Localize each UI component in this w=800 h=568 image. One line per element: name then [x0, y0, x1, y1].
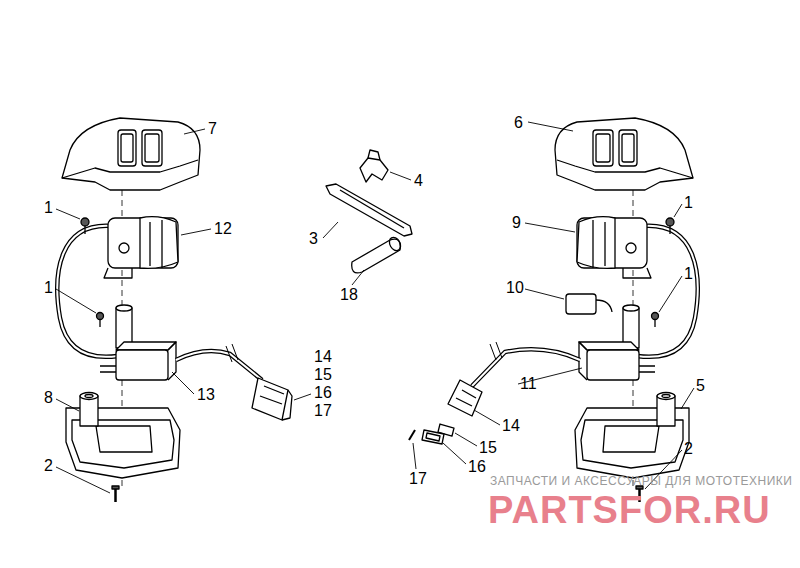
callout-number: 15 [479, 439, 497, 457]
watermark: PARTSFOR.RU [488, 490, 771, 530]
callout-number: 8 [44, 389, 53, 407]
callout-number: 1 [44, 279, 53, 297]
callout-number: 10 [506, 279, 524, 297]
callout-number: 12 [214, 220, 232, 238]
callout-number: 3 [309, 230, 318, 248]
callout-number: 14 [314, 348, 332, 366]
callout-number: 4 [414, 172, 423, 190]
callout-number: 15 [314, 366, 332, 384]
callout-number: 2 [684, 440, 693, 458]
callout-number: 14 [502, 417, 520, 435]
callout-number: 16 [314, 384, 332, 402]
callout-number: 13 [197, 386, 215, 404]
watermark: ЗАПЧАСТИ И АКСЕССУАРЫ ДЛЯ МОТОТЕХНИКИ [490, 474, 792, 488]
callout-number: 1 [684, 194, 693, 212]
callout-number: 2 [44, 457, 53, 475]
callout-number: 5 [696, 377, 705, 395]
callout-number: 17 [409, 470, 427, 488]
callout-number: 9 [512, 214, 521, 232]
callout-number: 1 [44, 199, 53, 217]
callout-number: 18 [340, 286, 358, 304]
callout-number: 7 [208, 120, 217, 138]
callout-number: 1 [684, 265, 693, 283]
callout-number: 16 [468, 458, 486, 476]
callout-number: 17 [314, 402, 332, 420]
callout-number: 11 [520, 375, 537, 393]
callout-number: 6 [514, 114, 523, 132]
